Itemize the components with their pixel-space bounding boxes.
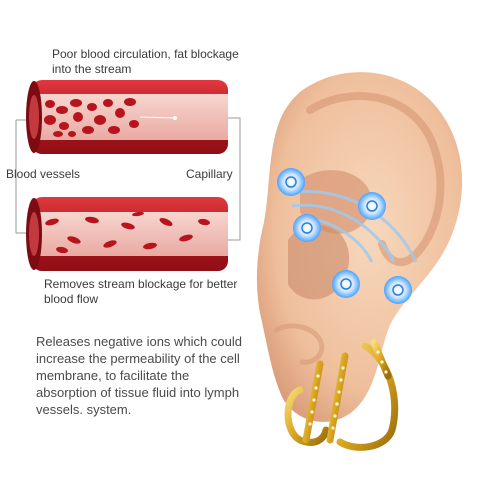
negative-ion-icon <box>384 276 412 304</box>
negative-ion-icons <box>277 168 412 304</box>
blood-vessels-label: Blood vessels <box>6 167 81 181</box>
clear-vessel-illustration <box>26 197 228 271</box>
ear-illustration <box>256 72 463 422</box>
negative-ion-icon <box>277 168 305 196</box>
negative-ion-icon <box>358 192 386 220</box>
blocked-circulation-caption: Poor blood circulation, fat blockage int… <box>52 47 239 76</box>
gold-ear-cuff-illustration <box>284 338 399 451</box>
capillary-label: Capillary <box>186 167 233 181</box>
negative-ion-icon <box>332 270 360 298</box>
negative-ion-icon <box>293 214 321 242</box>
blocked-vessel-illustration <box>26 80 228 154</box>
improved-flow-caption: Removes stream blockage for better blood… <box>44 277 238 306</box>
negative-ion-description: Releases negative ions which could incre… <box>36 334 242 417</box>
